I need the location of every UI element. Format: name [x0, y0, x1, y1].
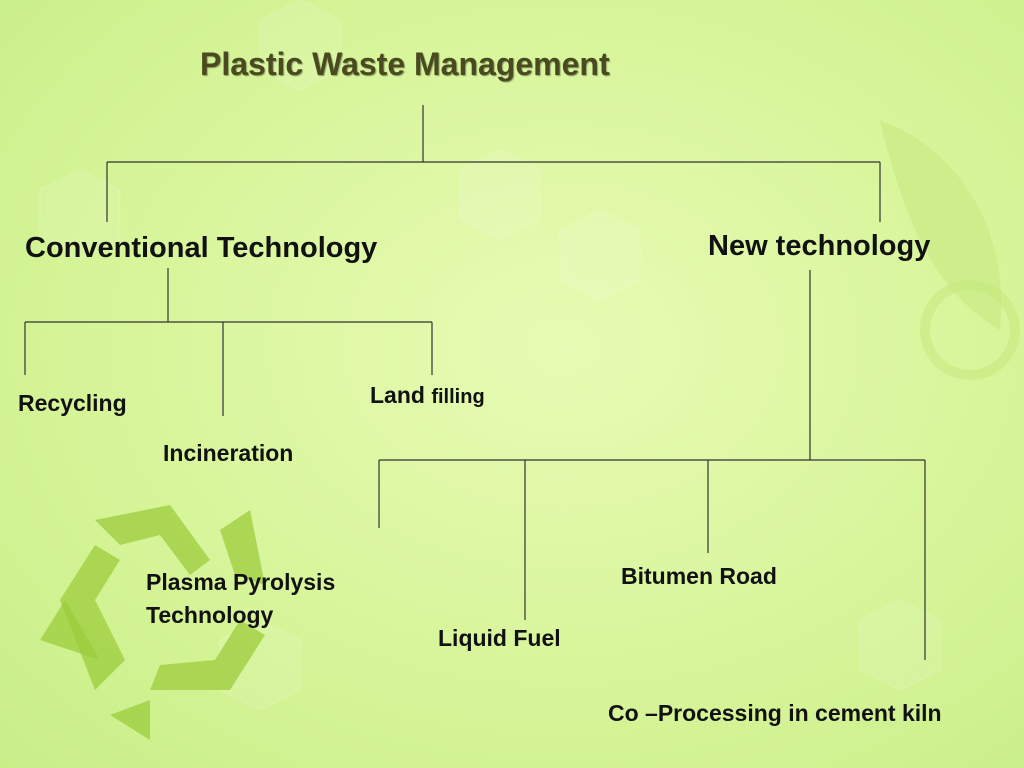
- node-plasma-pyrolysis: Plasma Pyrolysis Technology: [146, 566, 335, 632]
- node-conventional-technology: Conventional Technology: [25, 232, 378, 264]
- node-new-technology: New technology: [708, 230, 931, 262]
- node-plasma-line1: Plasma Pyrolysis: [146, 569, 336, 595]
- node-filling-label: filling: [431, 386, 485, 408]
- node-land-label: Land: [370, 382, 425, 408]
- node-land-filling: Land filling: [370, 382, 485, 409]
- node-plasma-line2: Technology: [146, 602, 274, 628]
- diagram-title: Plastic Waste Management: [200, 46, 610, 82]
- node-recycling: Recycling: [18, 390, 127, 416]
- node-liquid-fuel: Liquid Fuel: [438, 625, 561, 651]
- recycle-icon: [40, 505, 265, 740]
- node-co-processing: Co –Processing in cement kiln: [608, 700, 942, 726]
- node-incineration: Incineration: [163, 440, 294, 466]
- node-bitumen-road: Bitumen Road: [621, 563, 777, 589]
